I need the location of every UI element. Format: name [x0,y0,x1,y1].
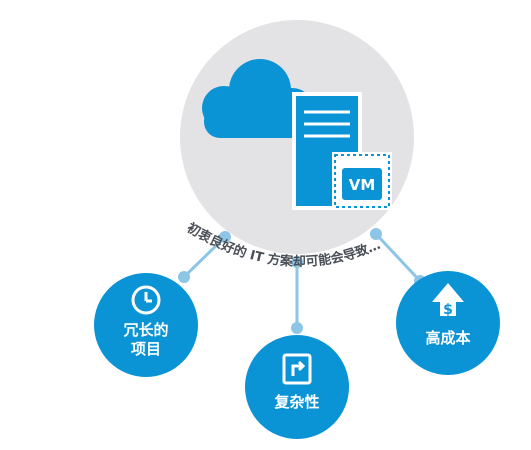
outcome-label-high-cost: 高成本 [408,329,488,348]
vm-badge: VM [332,152,392,210]
outcome-label-complexity: 复杂性 [257,393,337,412]
svg-text:$: $ [443,302,453,318]
outcome-circle-long-projects [94,273,198,377]
outcome-line1: 冗长的 [123,321,169,339]
outcome-line2: 项目 [130,340,161,358]
outcome-line1: 复杂性 [274,393,320,411]
connector-lines [182,232,422,328]
outcome-label-long-projects: 冗长的 项目 [106,321,186,359]
outcome-line1: 高成本 [425,329,471,347]
outcome-circle-high-cost [396,271,500,375]
clock-icon [131,285,161,315]
dollar-up-arrow-icon: $ [432,283,464,318]
vm-label: VM [349,176,376,194]
refresh-square-icon [282,353,312,385]
outcome-circle-complexity [245,335,349,439]
